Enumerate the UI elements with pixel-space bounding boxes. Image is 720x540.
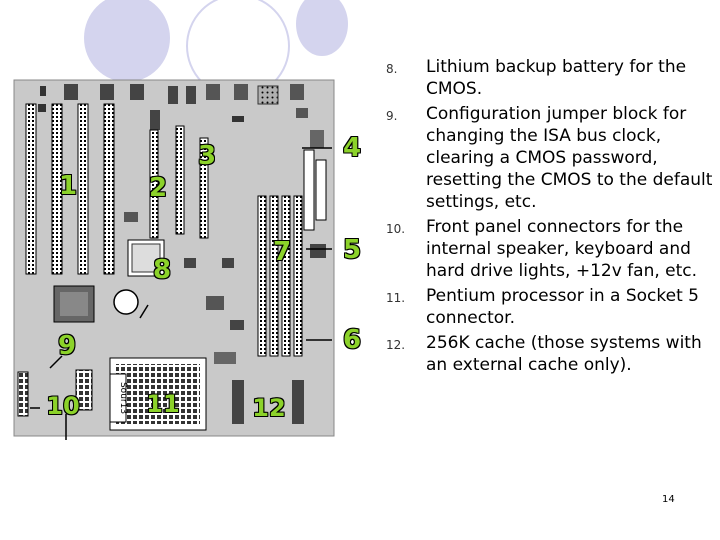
callout-12: 12 [252, 394, 286, 422]
callout-11: 11 [146, 390, 180, 418]
list-item: 11. Pentium processor in a Socket 5 conn… [378, 285, 718, 329]
battery [113, 289, 139, 315]
item-number: 10. [386, 222, 406, 236]
item-number: 11. [386, 291, 406, 305]
right-connectors [303, 149, 327, 258]
item-text: Lithium backup battery for the CMOS. [426, 57, 687, 99]
list-item: 10. Front panel connectors for the inter… [378, 216, 718, 282]
jumper-block [17, 371, 29, 417]
item-text: Front panel connectors for the internal … [426, 217, 698, 281]
decorative-circle [296, 0, 348, 56]
callout-4: 4 [342, 133, 362, 163]
item-number: 12. [386, 338, 406, 352]
chip-label: Sour13 [118, 382, 128, 414]
pci-slots [149, 125, 209, 239]
page-number: 14 [662, 494, 675, 505]
simm-sockets [257, 195, 303, 357]
item-text: Configuration jumper block for changing … [426, 104, 713, 212]
top-chip-row [38, 84, 324, 148]
callout-3: 3 [197, 141, 217, 171]
callout-arrows [30, 147, 332, 440]
callout-7: 7 [272, 237, 292, 267]
list-item: 9. Configuration jumper block for changi… [378, 103, 718, 213]
item-text: 256K cache (those systems with an extern… [426, 333, 702, 375]
isa-slots [25, 103, 115, 275]
list-item: 12. 256K cache (those systems with an ex… [378, 332, 718, 376]
cache-chips [214, 352, 304, 424]
item-number: 8. [386, 62, 398, 76]
callout-6: 6 [342, 325, 362, 355]
callout-2: 2 [148, 173, 168, 203]
decorative-circle [84, 0, 170, 82]
item-text: Pentium processor in a Socket 5 connecto… [426, 286, 699, 328]
callout-5: 5 [342, 235, 362, 265]
list-item: 8. Lithium backup battery for the CMOS. [378, 56, 718, 100]
middle-chips [124, 212, 244, 330]
callout-10: 10 [46, 392, 80, 420]
chip-label-box [109, 373, 127, 423]
callout-1: 1 [58, 171, 78, 201]
callout-8: 8 [152, 255, 172, 285]
callout-9: 9 [57, 331, 77, 361]
component-description-list: 8. Lithium backup battery for the CMOS. … [378, 56, 718, 376]
item-number: 9. [386, 109, 398, 123]
